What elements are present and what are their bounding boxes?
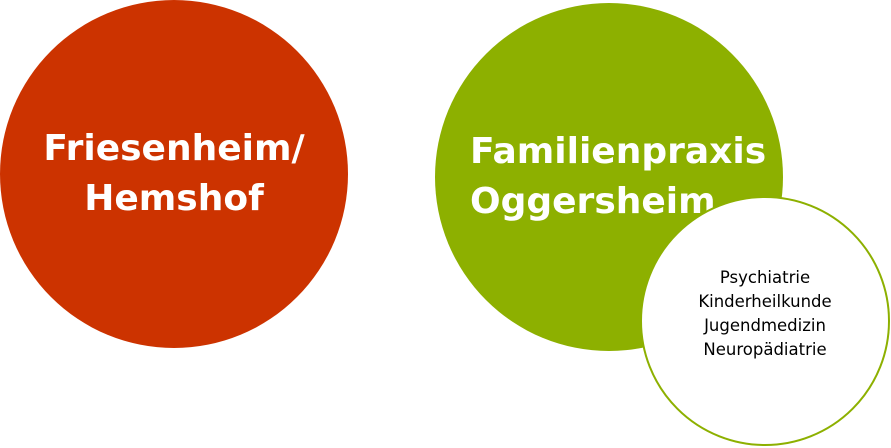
specialty-item: Neuropädiatrie (703, 340, 827, 359)
specialties-circle (640, 196, 890, 446)
specialty-item: Psychiatrie (719, 268, 811, 287)
friesenheim-label-line2: Hemshof (84, 178, 264, 219)
specialties-list: Psychiatrie Kinderheilkunde Jugendmedizi… (640, 266, 890, 362)
specialty-item: Kinderheilkunde (698, 292, 832, 311)
friesenheim-label: Friesenheim/ Hemshof (0, 124, 348, 224)
specialty-item: Jugendmedizin (704, 316, 826, 335)
familienpraxis-label-line1: Familienpraxis (470, 131, 767, 172)
familienpraxis-label: Familienpraxis Oggersheim (470, 127, 766, 227)
friesenheim-label-line1: Friesenheim/ (43, 128, 305, 169)
friesenheim-circle (0, 0, 348, 348)
familienpraxis-label-line2: Oggersheim (470, 181, 716, 222)
